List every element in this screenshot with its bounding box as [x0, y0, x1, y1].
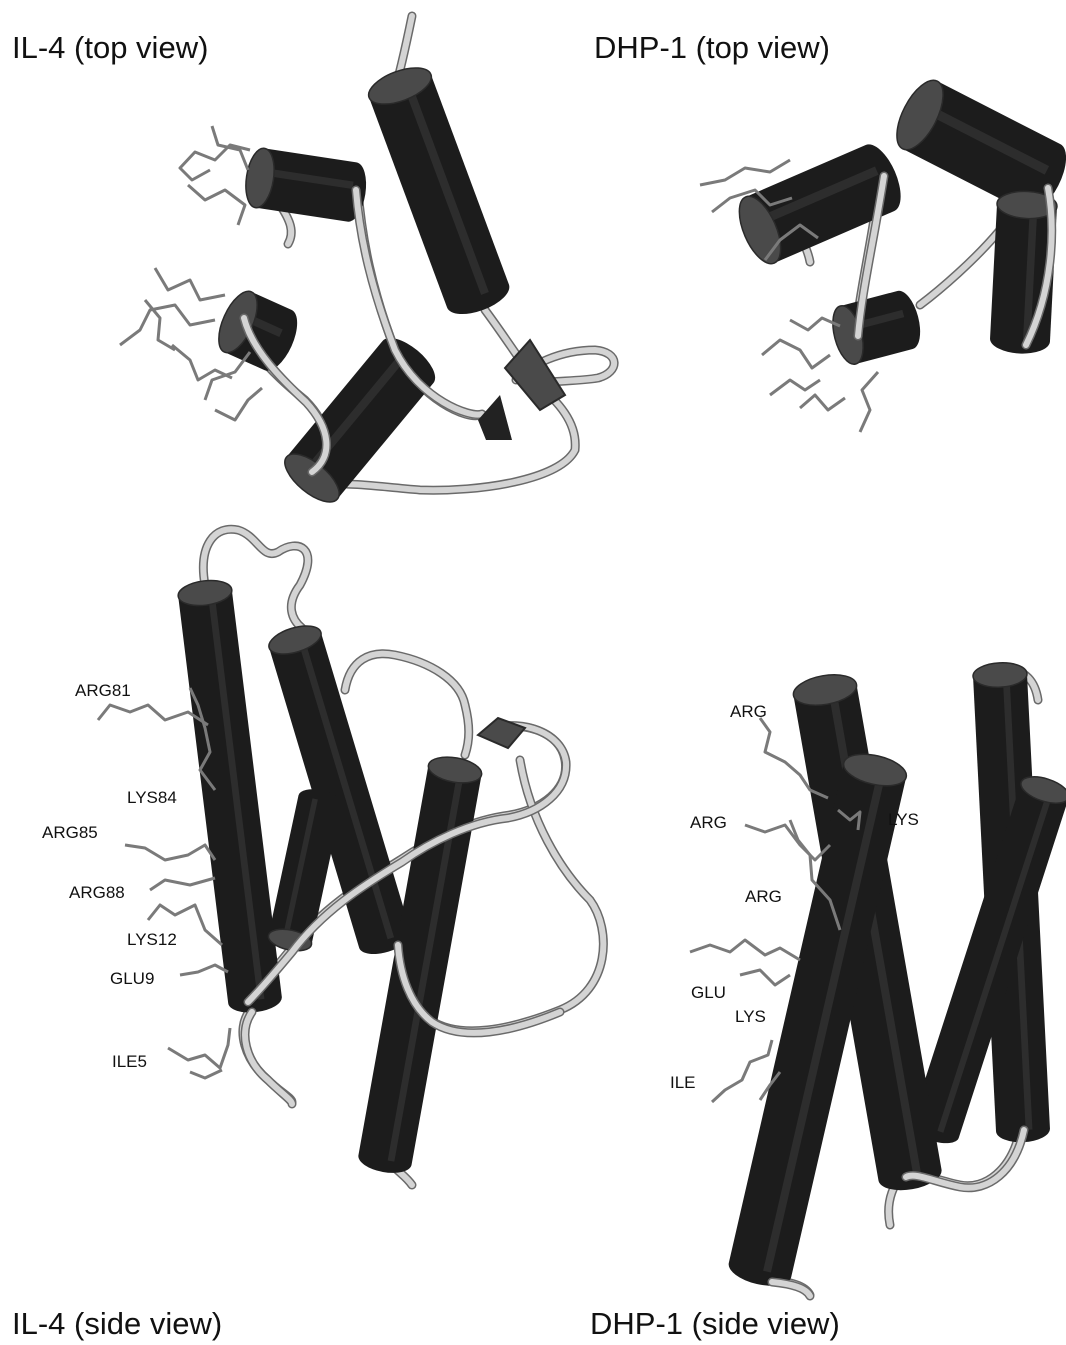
il4-top-side-chains	[120, 126, 262, 420]
residue-label-arg-1: ARG	[730, 702, 767, 721]
coil-segment	[345, 654, 469, 755]
side-chain	[740, 970, 790, 985]
side-chain	[155, 268, 225, 300]
helix-cylinder	[266, 786, 343, 955]
dhp1-top-helices	[731, 73, 1066, 367]
side-chain	[125, 845, 215, 860]
side-chain	[215, 388, 262, 420]
helix-cylinder	[211, 286, 305, 376]
side-chain	[712, 1040, 772, 1102]
helix-body	[268, 786, 343, 945]
helix-cylinder	[242, 146, 370, 223]
side-chain	[188, 185, 245, 225]
side-chain	[700, 160, 790, 185]
side-chain	[770, 380, 820, 395]
dhp1-side-view-structure: ARG ARG LYS ARG GLU LYS ILE	[670, 662, 1066, 1296]
side-chain	[190, 1070, 222, 1078]
side-chain	[120, 305, 215, 345]
helix-cylinder	[177, 578, 284, 1016]
coil-outline	[345, 654, 469, 755]
il4-top-helices	[211, 61, 514, 511]
dhp1-top-view-structure	[700, 73, 1066, 432]
residue-label-arg88: ARG88	[69, 883, 125, 902]
helix-body	[178, 590, 283, 1016]
residue-label-glu: GLU	[691, 983, 726, 1002]
residue-label-lys-1: LYS	[888, 810, 919, 829]
helix-body	[369, 75, 514, 322]
residue-label-ile: ILE	[670, 1073, 696, 1092]
residue-label-lys12: LYS12	[127, 930, 177, 949]
il4-side-view-structure: ARG81 LYS84 ARG85 ARG88 LYS12 GLU9 ILE5	[42, 529, 603, 1185]
residue-label-ile5: ILE5	[112, 1052, 147, 1071]
il4-top-view-structure	[120, 16, 614, 510]
helix-cylinder	[827, 288, 925, 368]
side-chain	[800, 395, 845, 410]
residue-label-arg-2: ARG	[690, 813, 727, 832]
side-chain	[762, 340, 830, 368]
residue-label-lys-2: LYS	[735, 1007, 766, 1026]
coil-segment	[920, 230, 1000, 305]
residue-label-arg81: ARG81	[75, 681, 131, 700]
dhp1-side-helices	[726, 662, 1066, 1292]
side-chain	[860, 372, 878, 432]
residue-label-lys84: LYS84	[127, 788, 177, 807]
residue-label-glu9: GLU9	[110, 969, 154, 988]
side-chain	[690, 940, 800, 960]
residue-label-arg-3: ARG	[745, 887, 782, 906]
residue-label-arg85: ARG85	[42, 823, 98, 842]
side-chain	[180, 965, 228, 975]
side-chain	[98, 705, 208, 725]
helix-cylinder	[364, 61, 514, 322]
side-chain	[205, 352, 250, 400]
side-chain	[150, 878, 215, 890]
side-chain	[168, 1028, 230, 1068]
il4-side-residue-labels: ARG81 LYS84 ARG85 ARG88 LYS12 GLU9 ILE5	[42, 681, 177, 1071]
